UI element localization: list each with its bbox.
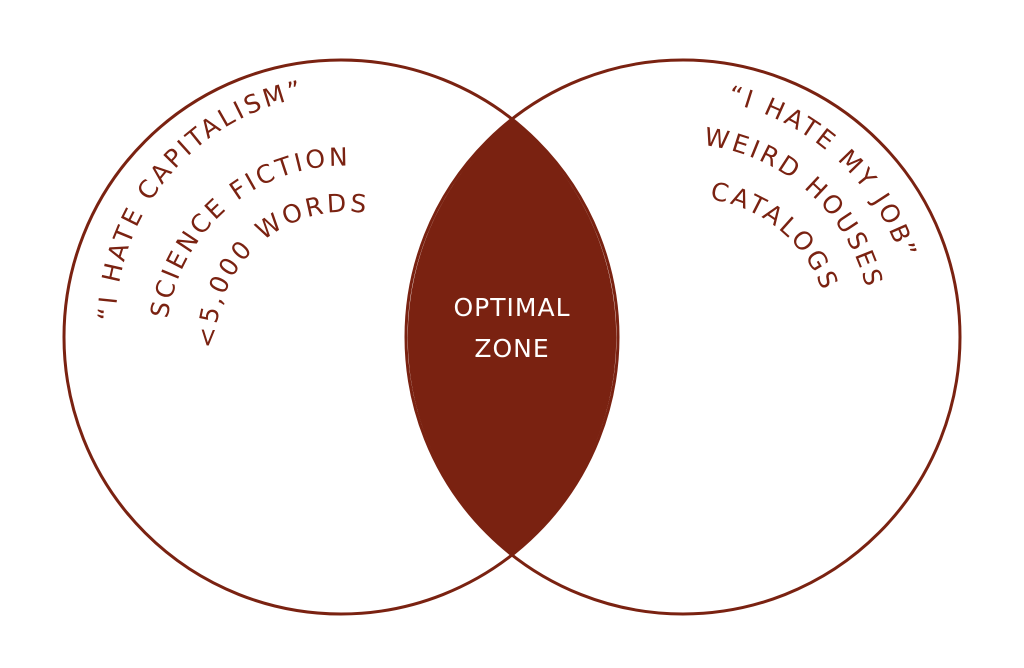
right-set-label-1-text: “I HATE MY JOB” bbox=[726, 80, 920, 263]
intersection-label-line-2: ZONE bbox=[474, 334, 549, 363]
intersection-label-line-1: OPTIMAL bbox=[454, 293, 571, 322]
left-set-circle bbox=[62, 58, 620, 616]
left-set-label-i-hate-capitalism: “I HATE CAPITALISM” bbox=[93, 75, 307, 322]
right-set-circle bbox=[404, 58, 962, 616]
right-set-label-i-hate-my-job: “I HATE MY JOB” bbox=[726, 80, 923, 263]
left-set-label-1-text: “I HATE CAPITALISM” bbox=[93, 75, 304, 322]
intersection-lens bbox=[407, 120, 617, 555]
